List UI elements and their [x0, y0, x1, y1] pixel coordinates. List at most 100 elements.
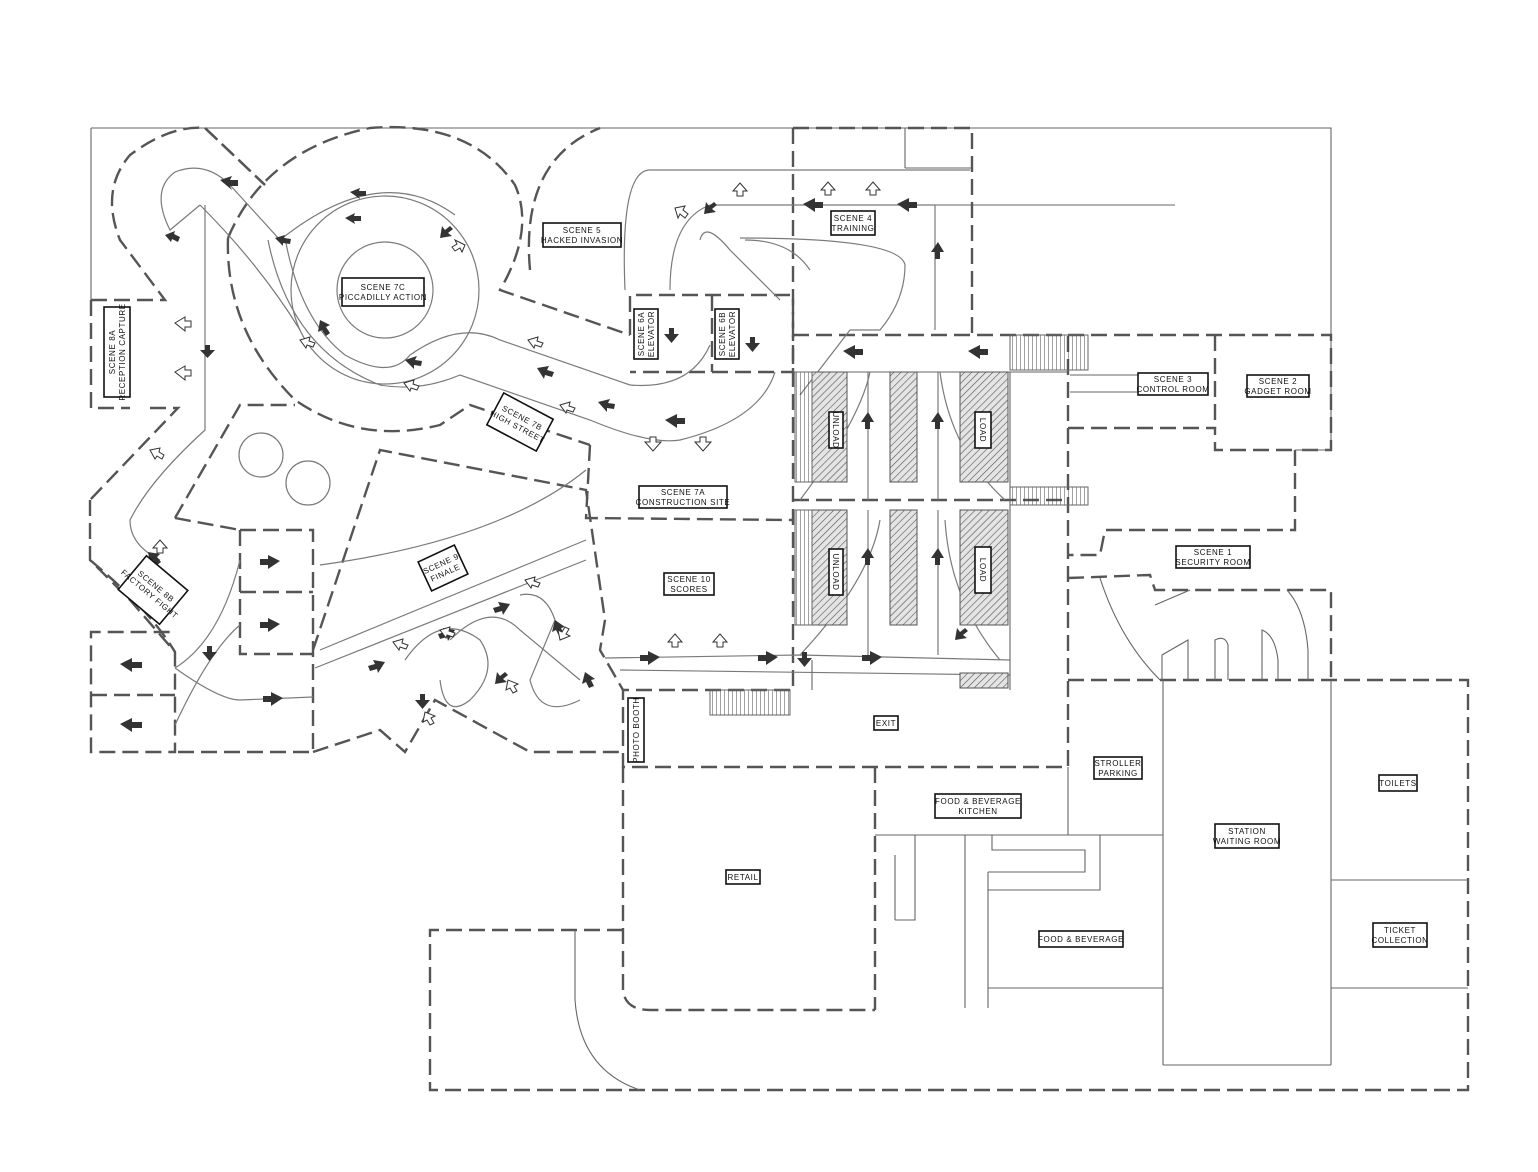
arrow — [693, 436, 713, 452]
svg-text:HACKED INVASION: HACKED INVASION — [541, 236, 623, 245]
label-scene-10: SCENE 10 SCORES — [663, 572, 715, 596]
label-scene-5: SCENE 5 HACKED INVASION — [541, 222, 623, 248]
svg-text:CONTROL ROOM: CONTROL ROOM — [1136, 385, 1209, 394]
arrow — [220, 176, 238, 190]
label-scene-4: SCENE 4 TRAINING — [830, 210, 876, 236]
arrow — [559, 401, 576, 415]
arrow — [861, 412, 874, 429]
arrow — [120, 658, 142, 672]
label-scene-6b: SCENE 6B ELEVATOR — [714, 308, 740, 360]
tag-load-lower: LOAD — [974, 546, 992, 594]
svg-text:SCENE 8A: SCENE 8A — [108, 330, 117, 374]
label-station-waiting-room: STATION WAITING ROOM — [1213, 823, 1281, 849]
arrow — [664, 328, 679, 343]
arrow — [368, 660, 385, 673]
svg-text:TICKET: TICKET — [1384, 926, 1416, 935]
arrow — [422, 711, 437, 726]
label-toilets: TOILETS — [1378, 774, 1418, 792]
svg-text:WAITING ROOM: WAITING ROOM — [1213, 837, 1281, 846]
arrow — [120, 718, 142, 732]
arrow — [582, 672, 595, 688]
ride-track — [129, 167, 1068, 726]
arrow — [643, 436, 663, 452]
svg-text:PICCADILLY ACTION: PICCADILLY ACTION — [339, 293, 427, 302]
arrow — [174, 365, 192, 382]
svg-text:COLLECTION: COLLECTION — [1371, 936, 1428, 945]
arrow — [704, 202, 717, 214]
arrow — [318, 320, 330, 336]
label-ticket-collection: TICKET COLLECTION — [1371, 922, 1428, 948]
arrow — [931, 412, 944, 429]
svg-text:STROLLER: STROLLER — [1094, 759, 1141, 768]
arrow — [745, 337, 760, 352]
arrow — [897, 198, 917, 212]
tag-unload-lower: UNLOAD — [828, 548, 844, 596]
arrow — [955, 628, 968, 640]
svg-text:SCENE 3: SCENE 3 — [1154, 375, 1192, 384]
svg-text:SCENE 4: SCENE 4 — [834, 214, 872, 223]
arrow — [665, 414, 685, 428]
label-scene-2: SCENE 2 GADGET ROOM — [1244, 374, 1311, 398]
svg-text:TOILETS: TOILETS — [1379, 779, 1416, 788]
label-scene-3: SCENE 3 CONTROL ROOM — [1136, 372, 1209, 396]
arrow — [493, 602, 510, 615]
svg-text:GADGET ROOM: GADGET ROOM — [1244, 387, 1311, 396]
arrow — [151, 539, 169, 554]
arrow — [345, 213, 361, 224]
label-scene-7c: SCENE 7C PICCADILLY ACTION — [339, 277, 427, 307]
arrow — [666, 633, 684, 648]
arrow — [819, 181, 837, 196]
label-scene-6a: SCENE 6A ELEVATOR — [633, 308, 659, 360]
arrow — [797, 652, 812, 667]
arrow — [864, 181, 882, 196]
svg-text:SCORES: SCORES — [670, 585, 707, 594]
label-scene-8b: SCENE 8B FACTORY FIGHT — [117, 554, 189, 626]
svg-text:TRAINING: TRAINING — [831, 224, 874, 233]
arrow — [931, 548, 944, 565]
arrow — [275, 235, 291, 246]
svg-text:STATION: STATION — [1228, 827, 1266, 836]
svg-text:CONSTRUCTION SITE: CONSTRUCTION SITE — [636, 498, 731, 507]
arrow — [537, 366, 554, 379]
arrow — [527, 336, 544, 350]
label-food-beverage: FOOD & BEVERAGE — [1038, 930, 1124, 948]
svg-text:FOOD & BEVERAGE: FOOD & BEVERAGE — [935, 797, 1021, 806]
arrow — [415, 694, 430, 709]
svg-text:KITCHEN: KITCHEN — [958, 807, 997, 816]
svg-text:SCENE 10: SCENE 10 — [667, 575, 710, 584]
arrow — [731, 182, 749, 197]
arrow — [405, 356, 422, 369]
arrow — [174, 316, 192, 333]
arrow — [861, 548, 874, 565]
svg-text:LOAD: LOAD — [978, 558, 987, 582]
label-scene-8a: SCENE 8A RECEPTION CAPTURE — [103, 303, 131, 401]
tag-load-upper: LOAD — [974, 411, 992, 449]
arrow — [200, 345, 215, 358]
arrow — [260, 618, 280, 632]
arrow — [495, 672, 508, 684]
arrow — [711, 633, 729, 648]
label-scene-7a: SCENE 7A CONSTRUCTION SITE — [636, 485, 731, 509]
open-arrows — [149, 181, 882, 726]
svg-text:SCENE 1: SCENE 1 — [1194, 548, 1232, 557]
arrow — [843, 345, 863, 359]
arrow — [505, 679, 520, 694]
arrow — [202, 646, 217, 661]
arrow — [299, 336, 316, 350]
svg-text:SCENE 5: SCENE 5 — [563, 226, 601, 235]
arrow — [165, 231, 180, 242]
arrow — [598, 399, 615, 412]
arrow — [803, 198, 823, 212]
arrow — [674, 205, 689, 220]
svg-text:LOAD: LOAD — [978, 418, 987, 442]
label-retail: RETAIL — [725, 869, 761, 885]
label-fb-kitchen: FOOD & BEVERAGE KITCHEN — [934, 793, 1022, 819]
arrow — [149, 447, 165, 460]
svg-text:RETAIL: RETAIL — [727, 873, 758, 882]
arrow — [640, 651, 660, 665]
svg-text:RECEPTION CAPTURE: RECEPTION CAPTURE — [118, 303, 127, 400]
label-scene-7b: SCENE 7B HIGH STREET — [485, 391, 555, 453]
arrow — [350, 188, 366, 199]
arrow — [862, 651, 882, 665]
interior-lines — [574, 449, 1468, 1091]
